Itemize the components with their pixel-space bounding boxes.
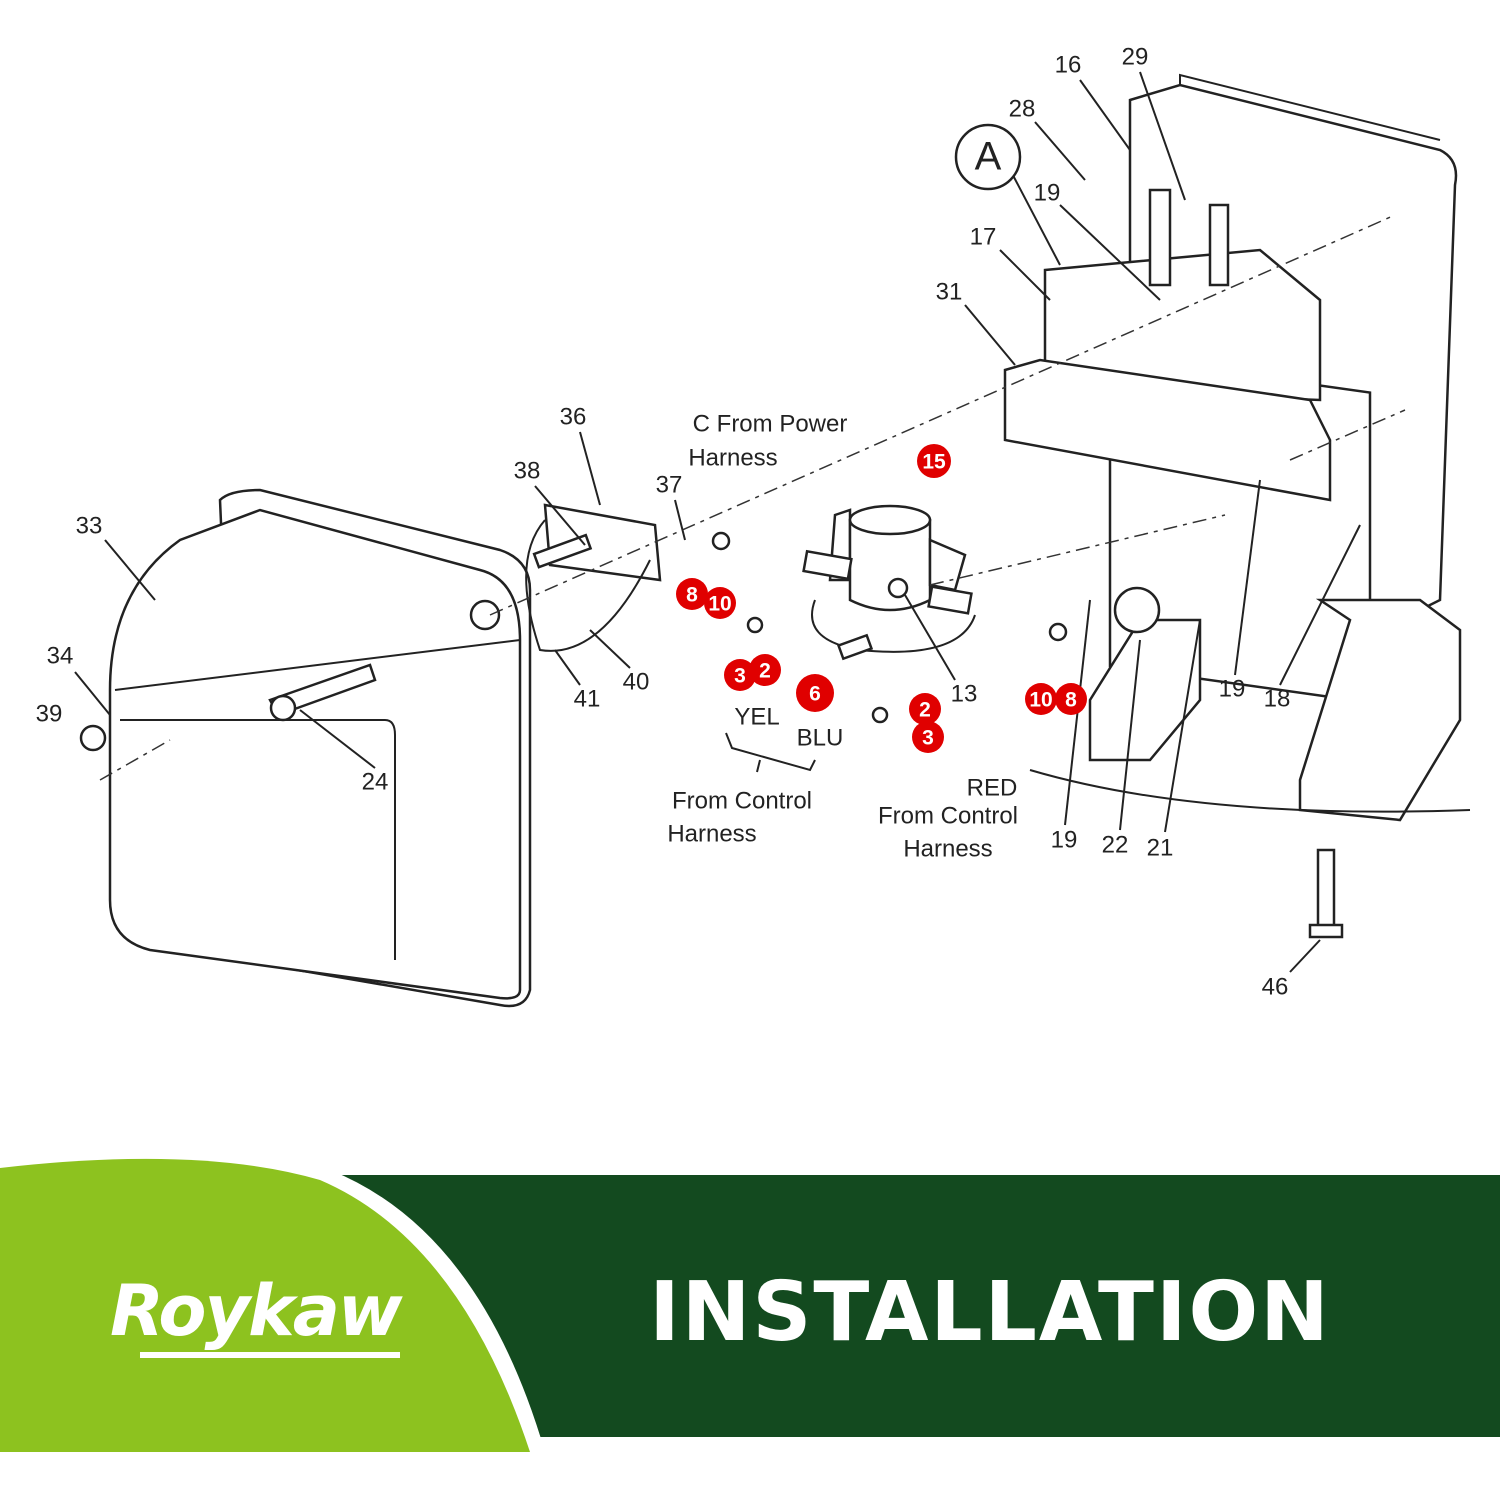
wire-yel-label: YEL [734, 703, 779, 730]
control-harness-label: From Control [672, 787, 812, 814]
callout-40: 40 [623, 668, 650, 695]
red-callout-6: 6 [796, 674, 834, 712]
banner-light [0, 1158, 530, 1452]
red-callout-3: 3 [912, 721, 944, 753]
control-harness-label: From Control [878, 802, 1018, 829]
banner-title: INSTALLATION [649, 1265, 1331, 1360]
power-harness-label: C From Power [693, 410, 848, 437]
callout-16: 16 [1055, 51, 1082, 78]
controller-assembly [1003, 73, 1471, 939]
bracket [725, 732, 816, 773]
power-harness-label: Harness [688, 444, 777, 471]
callout-18: 18 [1264, 685, 1291, 712]
callout-39: 39 [36, 700, 63, 727]
callout-41: 41 [574, 685, 601, 712]
callout-34: 34 [47, 642, 74, 669]
svg-text:8: 8 [1065, 689, 1077, 712]
brand-logo: Roykaw [110, 1270, 403, 1352]
callout-31: 31 [936, 278, 963, 305]
callout-13: 13 [951, 680, 978, 707]
svg-text:3: 3 [734, 665, 746, 688]
svg-text:3: 3 [922, 727, 934, 750]
callout-46: 46 [1262, 973, 1289, 1000]
callout-33: 33 [76, 512, 103, 539]
alignment-line [929, 514, 1226, 586]
red-callout-2: 2 [909, 693, 941, 725]
svg-text:15: 15 [922, 451, 946, 474]
callout-38: 38 [514, 457, 541, 484]
red-callout-8: 8 [1055, 683, 1087, 715]
callout-24: 24 [362, 768, 389, 795]
callout-22: 22 [1102, 831, 1129, 858]
callout-17: 17 [970, 223, 997, 250]
svg-text:10: 10 [708, 593, 731, 616]
red-callout-10: 10 [704, 587, 736, 619]
callout-36: 36 [560, 403, 587, 430]
red-callout-3: 3 [724, 659, 756, 691]
alignment-line [99, 739, 171, 781]
red-callout-8: 8 [676, 578, 708, 610]
callout-19: 19 [1051, 826, 1078, 853]
wire-blu-label: BLU [797, 724, 844, 751]
switch-assembly [525, 503, 662, 652]
detail-marker-label: A [975, 135, 1002, 179]
control-harness-label: Harness [903, 835, 992, 862]
svg-text:2: 2 [919, 699, 931, 722]
callout-21: 21 [1147, 834, 1174, 861]
svg-text:2: 2 [759, 660, 771, 683]
callout-37: 37 [656, 471, 683, 498]
callout-19: 19 [1034, 179, 1061, 206]
solenoid [711, 504, 1068, 724]
red-callout-2: 2 [749, 654, 781, 686]
red-callout-10: 10 [1025, 683, 1057, 715]
control-harness-label: Harness [667, 820, 756, 847]
callout-29: 29 [1122, 43, 1149, 70]
callout-28: 28 [1009, 95, 1036, 122]
callout-19: 19 [1219, 675, 1246, 702]
detail-marker [954, 123, 1022, 191]
red-callout-15: 15 [917, 444, 951, 478]
cover-assembly [79, 488, 532, 1008]
svg-text:6: 6 [809, 683, 821, 706]
wire-red-label: RED [967, 774, 1018, 801]
alignment-line [1289, 409, 1406, 461]
svg-text:10: 10 [1029, 689, 1052, 712]
svg-text:8: 8 [686, 584, 698, 607]
